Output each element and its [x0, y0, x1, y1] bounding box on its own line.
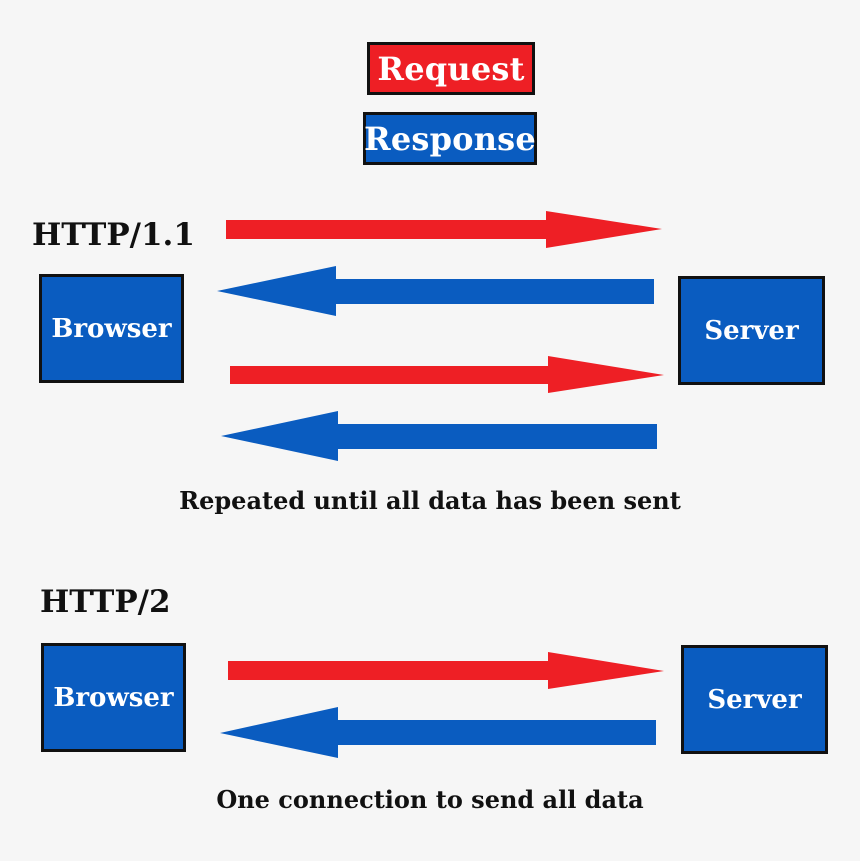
http1-server-node: Server [678, 276, 825, 385]
legend-request-label: Request [377, 49, 525, 88]
http2-browser-node: Browser [41, 643, 186, 752]
legend-response-label: Response [364, 119, 536, 158]
http1-browser-node: Browser [39, 274, 184, 383]
http2-server-node: Server [681, 645, 828, 754]
http1-label: HTTP/1.1 [32, 217, 195, 253]
http1-server-label: Server [704, 315, 799, 346]
http1-browser-label: Browser [51, 313, 172, 344]
http2-caption: One connection to send all data [216, 785, 644, 814]
http2-label: HTTP/2 [40, 584, 171, 620]
http2-server-label: Server [707, 684, 802, 715]
legend-request: Request [367, 42, 535, 95]
http1-caption: Repeated until all data has been sent [179, 486, 681, 515]
legend-response: Response [363, 112, 537, 165]
http2-browser-label: Browser [53, 682, 174, 713]
